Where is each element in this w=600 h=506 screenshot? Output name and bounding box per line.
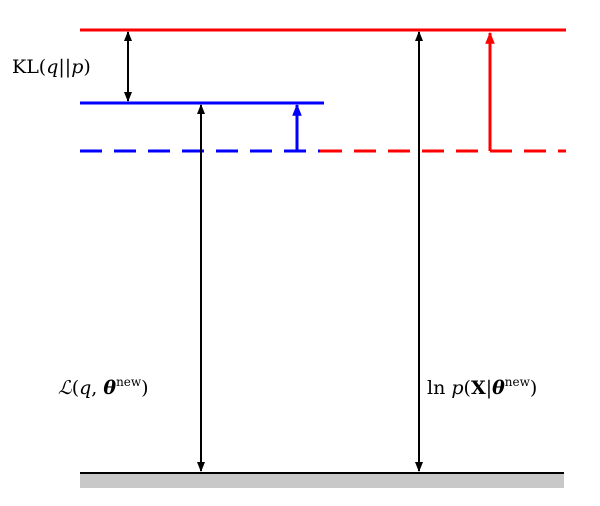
- log-likelihood-close: ): [530, 377, 537, 399]
- log-likelihood-var-p: p: [451, 377, 463, 399]
- lower-bound-theta: θ: [103, 377, 116, 399]
- log-likelihood-label: ln p(X|θnew): [427, 375, 537, 399]
- log-likelihood-theta: θ: [492, 377, 505, 399]
- log-likelihood-open: (: [464, 377, 471, 399]
- kl-label: KL(q||p): [12, 56, 91, 78]
- log-likelihood-ln: ln: [427, 377, 451, 399]
- lower-bound-comma: ,: [91, 377, 103, 399]
- lower-bound-func: ℒ: [58, 377, 73, 399]
- log-likelihood-bar: |: [486, 377, 492, 399]
- kl-var-p: p: [71, 56, 83, 78]
- lower-bound-var-q: q: [79, 377, 91, 399]
- lower-bound-close: ): [141, 377, 148, 399]
- kl-var-q: q: [46, 56, 58, 78]
- kl-separator: ||: [58, 56, 71, 78]
- log-likelihood-sup: new: [505, 375, 531, 389]
- log-likelihood-x: X: [471, 377, 486, 399]
- lower-bound-label: ℒ(q, θnew): [58, 375, 149, 399]
- kl-prefix: KL(: [12, 56, 46, 78]
- baseline-shadow: [80, 474, 564, 488]
- lower-bound-sup: new: [116, 375, 142, 389]
- lower-bound-open: (: [72, 377, 79, 399]
- kl-suffix: ): [83, 56, 90, 78]
